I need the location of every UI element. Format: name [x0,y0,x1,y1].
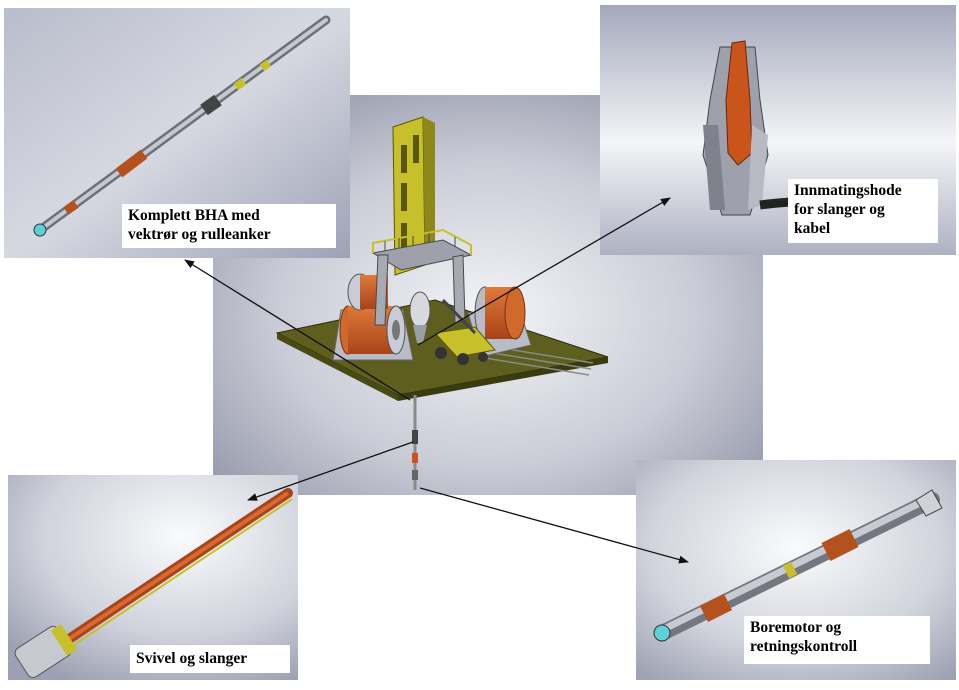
caption-swivel: Svivel og slanger [130,645,290,673]
caption-motor: Boremotor og retningskontroll [744,616,930,664]
caption-motor-line1: Boremotor og [750,619,842,636]
coiled-tubing-string [412,395,418,490]
caption-swivel-line1: Svivel og slanger [136,650,248,667]
caption-bha-line1: Komplett BHA med [128,207,260,224]
caption-bha-line2: vektrør og rulleanker [128,226,271,243]
caption-motor-line2: retningskontroll [750,638,858,655]
caption-feed-head: Innmatingshode for slanger og kabel [788,179,938,243]
left-hose-spool [332,305,414,361]
caption-feed-head-line3: kabel [794,220,831,237]
caption-feed-head-line1: Innmatingshode [794,182,902,199]
caption-feed-head-line2: for slanger og [794,201,885,218]
caption-bha: Komplett BHA med vektrør og rulleanker [122,204,336,248]
